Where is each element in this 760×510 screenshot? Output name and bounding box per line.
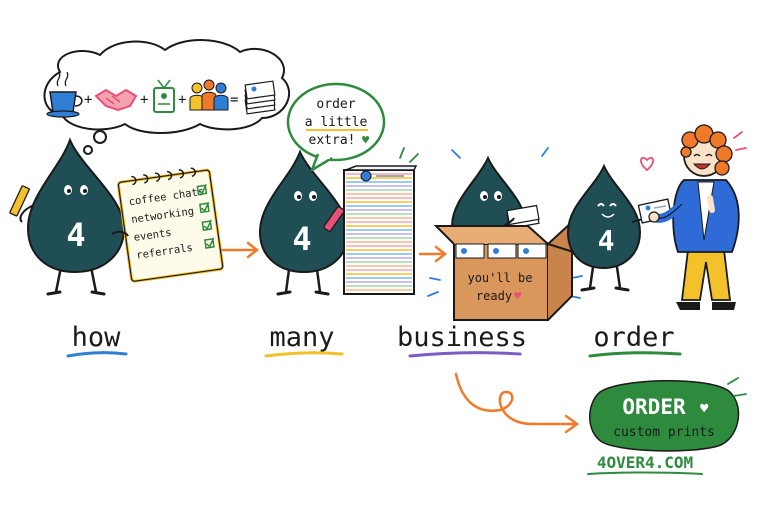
cta-subtitle: custom prints: [613, 425, 715, 440]
character-1: 4: [9, 137, 126, 296]
arrow-2: [418, 245, 448, 263]
sparkle-lines-4: [727, 377, 747, 397]
step-business: business: [397, 322, 527, 358]
speech-line-1: order: [316, 97, 355, 112]
drop-number-4: 4: [598, 224, 615, 257]
step-word-how: how: [72, 322, 122, 353]
boxed-cards: [455, 243, 547, 259]
marker-icon: [323, 206, 345, 232]
character-2: 4: [258, 149, 350, 296]
step-word-many: many: [269, 322, 334, 353]
box-label-line-2: ready: [476, 289, 512, 303]
name-badge-icon: [153, 79, 175, 113]
drop-number-2: 4: [292, 220, 311, 258]
people-group-icon: [189, 79, 229, 111]
plus-operator-1: +: [84, 92, 92, 108]
cta-title: ORDER: [622, 395, 686, 419]
character-4: 4: [566, 163, 651, 292]
arrow-1: [220, 241, 260, 259]
plus-operator-3: +: [178, 92, 186, 108]
person-hair: [680, 124, 733, 176]
shipping-box: you'll be ready ♥: [433, 219, 581, 321]
thought-bubble: + + + =: [43, 39, 291, 155]
speech-bubble: order a little extra! ♥: [286, 82, 386, 172]
notepad: coffee chats networking events referrals: [116, 167, 225, 283]
sparkle-lines-3: [733, 131, 747, 151]
step-word-order: order: [593, 322, 674, 353]
box-label-line-1: you'll be: [467, 271, 532, 285]
pencil-icon: [9, 185, 30, 217]
coffee-cup-icon: [46, 71, 83, 118]
cta-url-link[interactable]: 4OVER4.COM: [597, 453, 693, 472]
person-receiving-card: [648, 124, 740, 310]
card-stack-icon: [244, 80, 276, 115]
person-legs: [676, 249, 736, 310]
speech-line-2: a little: [305, 115, 368, 130]
card-stack-tall: [343, 165, 418, 295]
sparkle-lines-1: [399, 147, 419, 163]
speech-line-3: extra!: [309, 133, 356, 148]
equals-operator: =: [230, 92, 238, 108]
arrow-to-cta: [454, 372, 580, 434]
box-label-heart: ♥: [514, 289, 522, 303]
checkmark-icons: [196, 184, 215, 249]
held-cards-icon: [506, 204, 540, 230]
handshake-icon: [94, 88, 138, 112]
step-word-business: business: [397, 322, 527, 353]
plus-operator-2: +: [140, 92, 148, 108]
cta-order-button[interactable]: ORDER ♥ custom prints: [589, 380, 740, 452]
drop-number-1: 4: [66, 216, 85, 254]
step-how: how: [66, 322, 128, 358]
cta-heart: ♥: [700, 401, 709, 417]
step-order: order: [588, 322, 682, 358]
speech-heart: ♥: [362, 133, 370, 147]
heart-icon: [640, 157, 654, 172]
card-stack-edges: [346, 173, 412, 291]
notepad-item-3: events: [133, 227, 172, 244]
step-many: many: [264, 322, 344, 358]
